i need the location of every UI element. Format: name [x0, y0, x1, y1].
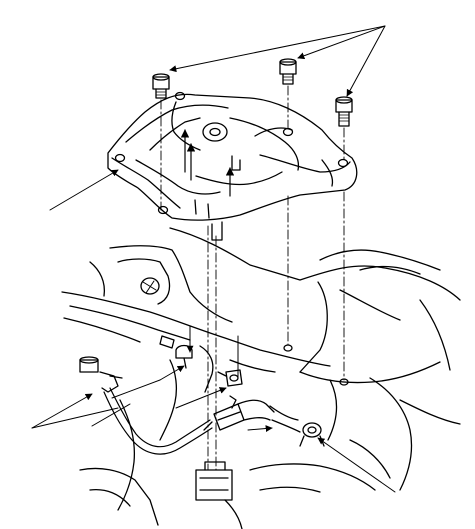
- plate-hole-center: [202, 122, 228, 142]
- lower-left-callout: [31, 393, 131, 429]
- bolts-callout: [169, 25, 386, 97]
- wire-harness-connector: [203, 395, 275, 431]
- stud-nut-2: [339, 378, 349, 386]
- stud-nut-center: [159, 335, 193, 369]
- alignment-lines: [160, 85, 345, 471]
- stud-nut-left: [79, 356, 123, 393]
- wire-harness: [103, 387, 301, 455]
- bracket-plate: [107, 91, 358, 241]
- plate-stud: [211, 221, 223, 241]
- lower-bracket: [195, 469, 233, 501]
- bracket-callout: [49, 169, 119, 211]
- mounting-bolt-2: [279, 58, 297, 85]
- mounting-bolt-3: [335, 96, 353, 127]
- stud-nut-1: [283, 344, 293, 352]
- clamp-callout: [317, 437, 396, 493]
- engine-boss: [140, 277, 160, 295]
- ground-bolt: [299, 422, 325, 447]
- engine-block: [61, 227, 461, 529]
- mounting-bolt-1: [152, 73, 170, 99]
- plate-arrows: [180, 129, 235, 197]
- center-callouts: [111, 325, 273, 433]
- clamp-bolt: [217, 369, 243, 387]
